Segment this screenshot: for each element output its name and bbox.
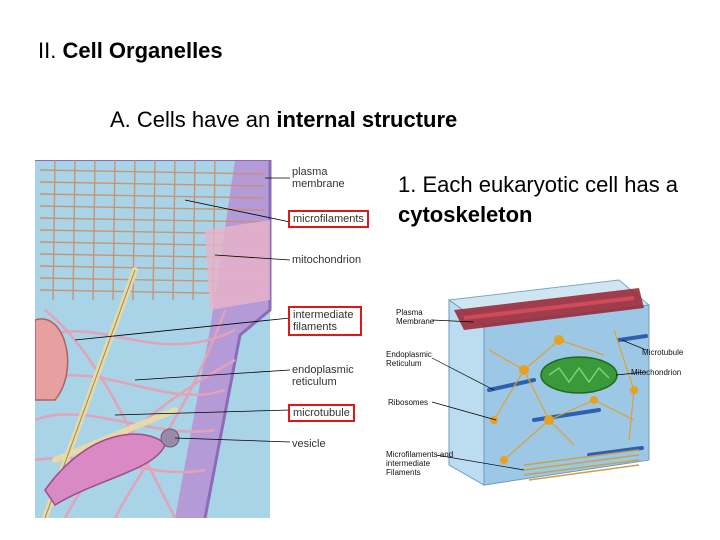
label-mitochondrion: mitochondrion	[292, 254, 362, 266]
cytoskeleton-3d-drawing	[431, 279, 651, 486]
label-plasma-membrane: plasma membrane	[292, 166, 345, 190]
heading-numeral: II.	[38, 38, 57, 63]
label-intermediate-filaments: intermediate filaments	[288, 306, 362, 336]
bullet-point: 1. Each eukaryotic cell has a cytoskelet…	[398, 170, 698, 230]
slide-heading: II. Cell Organelles	[38, 38, 223, 64]
cytoskeleton-3d-illustration: Plasma Membrane Endoplasmic Reticulum Ri…	[384, 270, 683, 518]
label-3d-microtubule: Microtubule	[642, 348, 684, 357]
label-microtubule: microtubule	[288, 404, 355, 422]
label-3d-ribosomes: Ribosomes	[388, 398, 429, 407]
label-3d-endoplasmic-reticulum: Endoplasmic Reticulum	[386, 350, 432, 368]
label-microfilaments: microfilaments	[288, 210, 369, 228]
subheading-prefix: A. Cells have an	[110, 107, 271, 132]
label-3d-microfilaments: Microfilaments and intermediate Filament…	[386, 450, 454, 477]
cytoskeleton-illustration: plasma membrane microfilaments mitochond…	[34, 159, 380, 521]
point-emphasis: cytoskeleton	[398, 202, 533, 227]
label-3d-mitochondrion: Mitochondrion	[631, 368, 682, 377]
point-prefix: 1. Each eukaryotic cell has a	[398, 172, 679, 197]
heading-title: Cell Organelles	[62, 38, 223, 63]
label-vesicle: vesicle	[292, 438, 326, 450]
slide-subheading: A. Cells have an internal structure	[110, 107, 457, 133]
label-endoplasmic-reticulum: endoplasmic reticulum	[292, 364, 354, 388]
cytoskeleton-drawing	[34, 159, 380, 521]
subheading-emphasis: internal structure	[276, 107, 458, 132]
label-3d-plasma-membrane: Plasma Membrane	[396, 308, 435, 326]
